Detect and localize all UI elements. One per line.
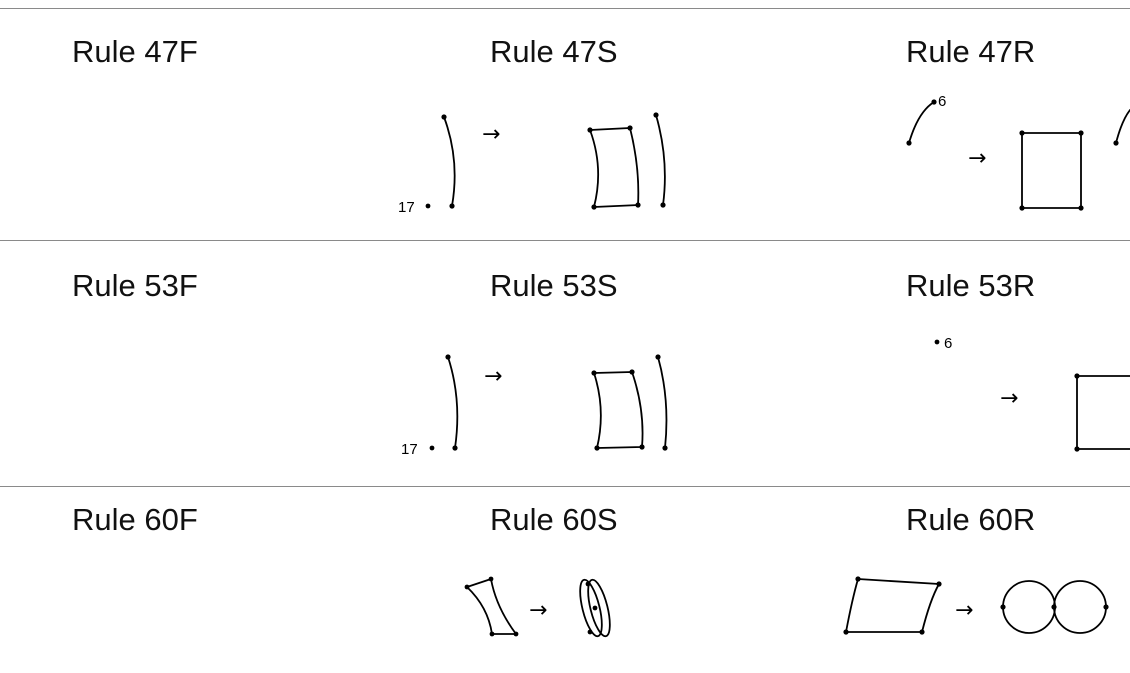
label-53s-vertex: 17 bbox=[401, 441, 418, 458]
arrow-60r: → bbox=[955, 598, 973, 623]
rectangle bbox=[1021, 132, 1082, 209]
title-rule-47r: Rule 47R bbox=[906, 34, 1036, 69]
title-rule-53f: Rule 53F bbox=[72, 268, 198, 303]
arc-right bbox=[657, 356, 668, 449]
parallelogram bbox=[845, 578, 940, 633]
arc-left bbox=[447, 356, 459, 449]
arc-short bbox=[908, 101, 935, 144]
label-47s-vertex: 17 bbox=[398, 199, 415, 216]
rule-53r-figure bbox=[1076, 375, 1130, 450]
title-rule-60s: Rule 60S bbox=[490, 502, 618, 537]
circle-right bbox=[1053, 580, 1107, 634]
title-rule-60r: Rule 60R bbox=[906, 502, 1036, 537]
vertex-dots bbox=[425, 99, 1119, 637]
title-rule-53s: Rule 53S bbox=[490, 268, 618, 303]
circle-left bbox=[1002, 580, 1056, 634]
arrow-53s: → bbox=[484, 364, 502, 389]
arrow-53r: → bbox=[1000, 386, 1018, 411]
arrow-47s: → bbox=[482, 122, 500, 147]
curved-rectangle bbox=[589, 127, 640, 208]
arrow-60s: → bbox=[529, 598, 547, 623]
label-53r-vertex: 6 bbox=[944, 335, 952, 352]
rule-60r-figure bbox=[845, 578, 1107, 634]
ellipse-right bbox=[587, 578, 611, 638]
curved-rectangle bbox=[593, 371, 644, 449]
arc-right bbox=[655, 114, 666, 206]
arrow-47r: → bbox=[968, 146, 986, 171]
title-rule-47f: Rule 47F bbox=[72, 34, 198, 69]
rule-47r-figure bbox=[908, 101, 1130, 209]
arc-left bbox=[443, 116, 456, 207]
divider-top bbox=[0, 8, 1130, 9]
partial-rectangle bbox=[1076, 375, 1130, 450]
title-rule-47s: Rule 47S bbox=[490, 34, 618, 69]
divider-row-1 bbox=[0, 240, 1130, 241]
curved-quad bbox=[466, 578, 517, 635]
arc-edge bbox=[1115, 109, 1130, 144]
divider-row-2 bbox=[0, 486, 1130, 487]
title-rule-60f: Rule 60F bbox=[72, 502, 198, 537]
ellipse-left bbox=[579, 578, 603, 638]
label-47r-vertex: 6 bbox=[938, 93, 946, 110]
title-rule-53r: Rule 53R bbox=[906, 268, 1036, 303]
